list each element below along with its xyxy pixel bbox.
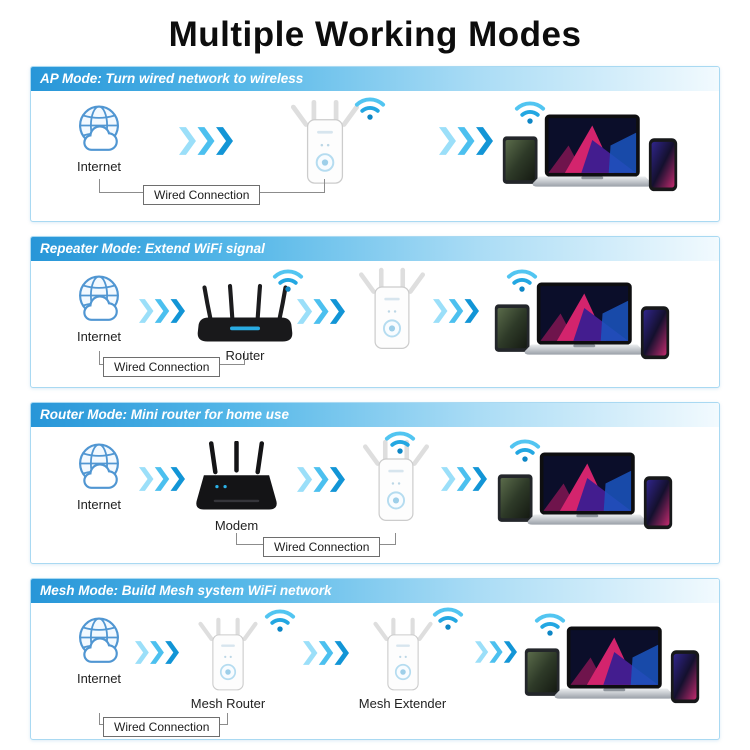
mesh-extender-device — [370, 617, 436, 694]
internet-label: Internet — [76, 671, 122, 686]
wifi-signal-icon — [271, 265, 305, 293]
wifi-signal-icon — [383, 427, 417, 455]
internet-globe-icon — [70, 273, 128, 327]
panel-ap-mode: AP Mode: Turn wired network to wireless … — [30, 66, 720, 222]
panel-body-ap: Internet Wired Connection — [31, 91, 719, 221]
panel-router-mode: Router Mode: Mini router for home use In… — [30, 402, 720, 564]
chevron-arrows-icon — [297, 467, 345, 492]
panel-header-label: Mesh Mode: Build Mesh system WiFi networ… — [40, 583, 332, 598]
page-title: Multiple Working Modes — [168, 15, 582, 54]
client-devices-icon — [493, 277, 671, 382]
modem-label: Modem — [214, 518, 259, 533]
panel-body-router: Internet Modem Wired Connection — [31, 427, 719, 563]
wired-connection-label: Wired Connection — [103, 357, 221, 377]
internet-node: Internet — [67, 615, 131, 686]
chevron-arrows-icon — [179, 127, 233, 155]
mesh-router-node: Mesh Router — [183, 617, 273, 711]
wired-connection-label: Wired Connection — [103, 717, 221, 737]
chevron-arrows-icon — [433, 299, 479, 323]
panel-header-label: Repeater Mode: Extend WiFi signal — [40, 241, 265, 256]
mesh-router-label: Mesh Router — [190, 696, 266, 711]
chevron-arrows-icon — [135, 641, 179, 664]
panel-repeater-mode: Repeater Mode: Extend WiFi signal Intern… — [30, 236, 720, 388]
internet-globe-icon — [70, 441, 128, 495]
wifi-signal-icon — [263, 605, 297, 633]
panel-header-mesh: Mesh Mode: Build Mesh system WiFi networ… — [31, 579, 719, 603]
client-devices-icon — [523, 621, 701, 726]
panel-header-router: Router Mode: Mini router for home use — [31, 403, 719, 427]
wifi-extender-device — [355, 267, 429, 353]
internet-node: Internet — [67, 103, 131, 174]
panel-mesh-mode: Mesh Mode: Build Mesh system WiFi networ… — [30, 578, 720, 740]
mesh-router-device — [195, 617, 261, 694]
internet-label: Internet — [76, 159, 122, 174]
internet-label: Internet — [76, 329, 122, 344]
internet-node: Internet — [67, 273, 131, 344]
mesh-extender-label: Mesh Extender — [358, 696, 447, 711]
chevron-arrows-icon — [475, 641, 517, 663]
internet-globe-icon — [70, 615, 128, 669]
panel-header-label: Router Mode: Mini router for home use — [40, 407, 290, 422]
wired-connection-label: Wired Connection — [263, 537, 381, 557]
modem-device — [189, 441, 284, 516]
panel-header-repeater: Repeater Mode: Extend WiFi signal — [31, 237, 719, 261]
chevron-arrows-icon — [439, 127, 493, 155]
wired-connection-label: Wired Connection — [143, 185, 261, 205]
panel-body-mesh: Internet Mesh Router Mesh Extender Wired… — [31, 603, 719, 739]
wifi-extender-device — [287, 99, 363, 188]
chevron-arrows-icon — [441, 467, 487, 491]
internet-node: Internet — [67, 441, 131, 512]
chevron-arrows-icon — [139, 299, 185, 323]
client-devices-icon — [501, 109, 679, 214]
mesh-extender-node: Mesh Extender — [355, 617, 450, 711]
router-node: Router — [197, 283, 293, 363]
router-label: Router — [225, 348, 265, 363]
client-devices-icon — [496, 447, 674, 552]
wifi-signal-icon — [353, 93, 387, 121]
chevron-arrows-icon — [297, 299, 345, 324]
modem-node: Modem — [189, 441, 284, 533]
panel-header-ap: AP Mode: Turn wired network to wireless — [31, 67, 719, 91]
panel-body-repeater: Internet Router Wired Connection — [31, 261, 719, 387]
chevron-arrows-icon — [303, 641, 349, 665]
wifi-signal-icon — [431, 603, 465, 631]
internet-globe-icon — [70, 103, 128, 157]
chevron-arrows-icon — [139, 467, 185, 491]
panel-header-label: AP Mode: Turn wired network to wireless — [40, 71, 304, 86]
internet-label: Internet — [76, 497, 122, 512]
